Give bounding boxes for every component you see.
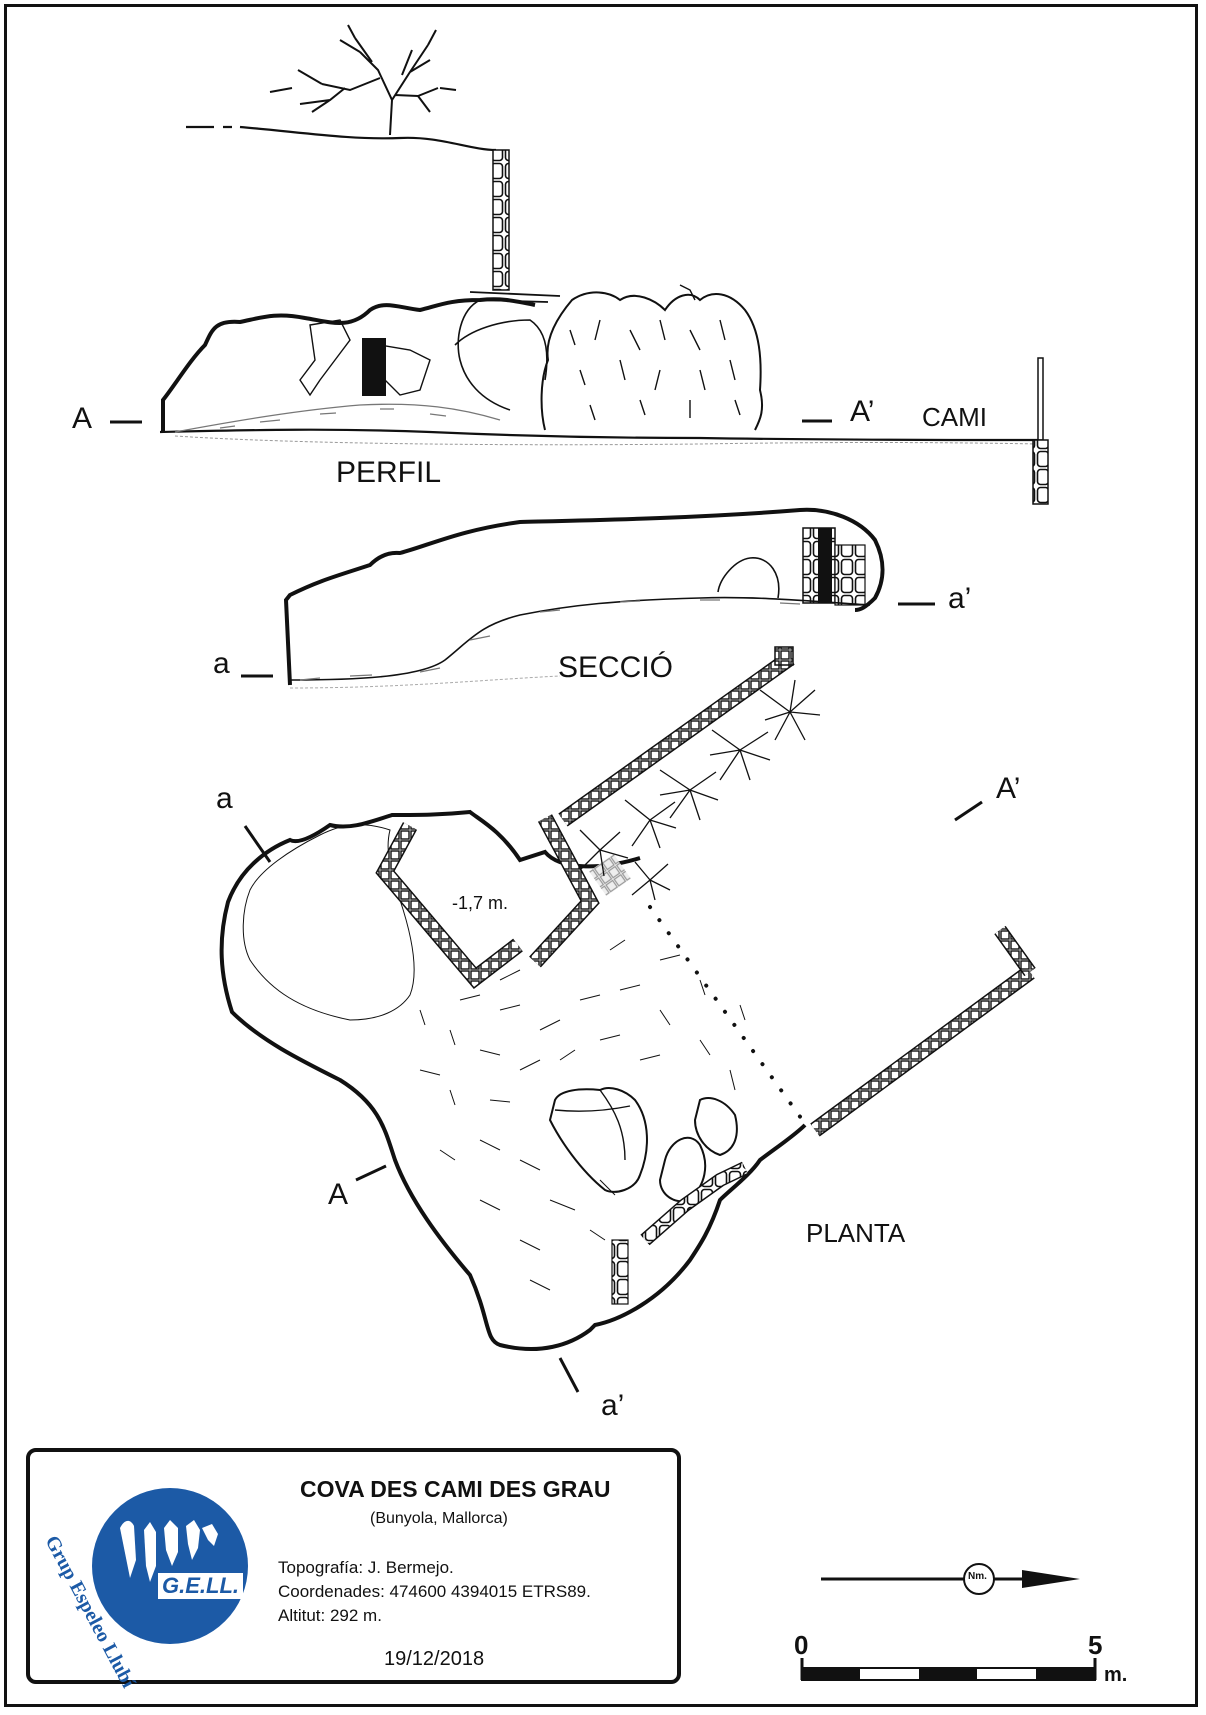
path-label: CAMI — [922, 402, 987, 432]
coordinates: Coordenades: 474600 4394015 ETRS89. — [278, 1582, 591, 1601]
logo-abbrev: G.E.LL. — [158, 1573, 243, 1599]
section-drawing — [241, 507, 935, 689]
plan-marker-A: A — [328, 1178, 349, 1211]
scale-bar — [800, 1658, 1097, 1681]
plan-section-name: PLANTA — [806, 1218, 906, 1248]
north-label: Nm. — [968, 1571, 987, 1582]
profile-dark-wall — [362, 338, 386, 396]
plan-marker-A-prime: A’ — [996, 772, 1021, 805]
profile-drawing — [110, 24, 1049, 505]
profile-marker-start: A — [72, 402, 93, 435]
section-marker-end: a’ — [948, 582, 972, 615]
surface-line — [186, 125, 497, 152]
plan-drawing — [219, 646, 1036, 1393]
tree-icon — [269, 24, 457, 136]
location: (Bunyola, Mallorca) — [370, 1510, 508, 1527]
map-frame — [4, 4, 1198, 1707]
topography: Topografía: J. Bermejo. — [278, 1558, 454, 1577]
stone-wall-column — [492, 149, 510, 291]
gell-logo — [92, 1488, 248, 1644]
scale-unit: m. — [1104, 1664, 1128, 1686]
altitude: Altitut: 292 m. — [278, 1606, 382, 1625]
profile-section-name: PERFIL — [336, 456, 442, 489]
plan-marker-a: a — [216, 782, 233, 815]
north-arrow — [821, 1563, 1080, 1595]
plan-marker-a-prime: a’ — [601, 1389, 625, 1422]
profile-marker-end: A’ — [850, 395, 875, 428]
depth-note: -1,7 m. — [452, 893, 509, 913]
vegetation-icon — [579, 679, 821, 901]
section-section-name: SECCIÓ — [558, 651, 674, 684]
scale-max-label: 5 — [1088, 1630, 1103, 1660]
survey-date: 19/12/2018 — [384, 1648, 485, 1670]
title-block: G.E.LL. Grup Espeleo Llubí COVA DES CAMI… — [26, 1448, 681, 1691]
scale-min-label: 0 — [794, 1630, 809, 1660]
cave-name: COVA DES CAMI DES GRAU — [300, 1476, 611, 1502]
section-marker-start: a — [213, 647, 230, 680]
